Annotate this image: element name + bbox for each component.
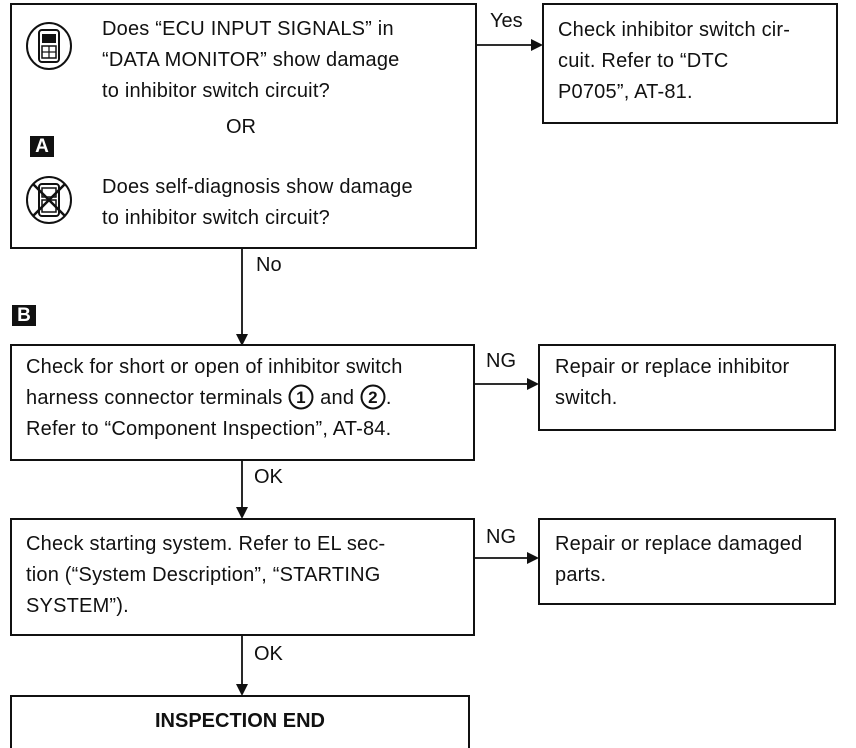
yes-result-text: Check inhibitor switch cir- cuit. Refer … [558,19,791,103]
starting-system-box [10,518,475,636]
yes-result-box [542,3,838,124]
question-monitor-text: Does “ECU INPUT SIGNALS” in “DATA MONITO… [102,18,400,102]
inhibitor-check-text: Check for short or open of inhibitor swi… [26,356,403,440]
terminal-2-circle: 2 [360,384,386,410]
consult-tester-icon [26,22,72,70]
inhibitor-check-main: Check for short or open of inhibitor swi… [26,356,403,409]
terminal-1-label: 1 [297,388,307,407]
ok-label-2: OK [254,643,283,665]
ng-result-text-1: Repair or replace inhibitor switch. [555,356,790,409]
question-box [10,3,477,249]
ng-result-box-2 [538,518,836,605]
no-tool-icon [26,176,72,224]
question-self-diagnosis-text: Does self-diagnosis show damage to inhib… [102,176,413,229]
ng-label-2: NG [486,526,516,548]
starting-system-text: Check starting system. Refer to EL sec- … [26,533,386,617]
or-label: OR [226,116,256,138]
marker-b: B [12,305,36,326]
yes-label: Yes [490,10,523,32]
no-label: No [256,254,282,276]
ng-label-1: NG [486,350,516,372]
ng-result-box-1 [538,344,836,431]
terminal-1-circle: 1 [288,384,314,410]
ok-label-1: OK [254,466,283,488]
marker-a: A [30,136,54,157]
inhibitor-check-box [10,344,475,461]
conjunction: and [320,387,355,409]
inspection-end-box [10,695,470,748]
inspection-end-text: INSPECTION END [154,710,326,732]
inhibitor-check-refer: Refer to “Component Inspection”, AT-84. [26,418,392,440]
terminal-2-label: 2 [368,388,378,407]
ng-result-text-2: Repair or replace damaged parts. [555,533,803,586]
